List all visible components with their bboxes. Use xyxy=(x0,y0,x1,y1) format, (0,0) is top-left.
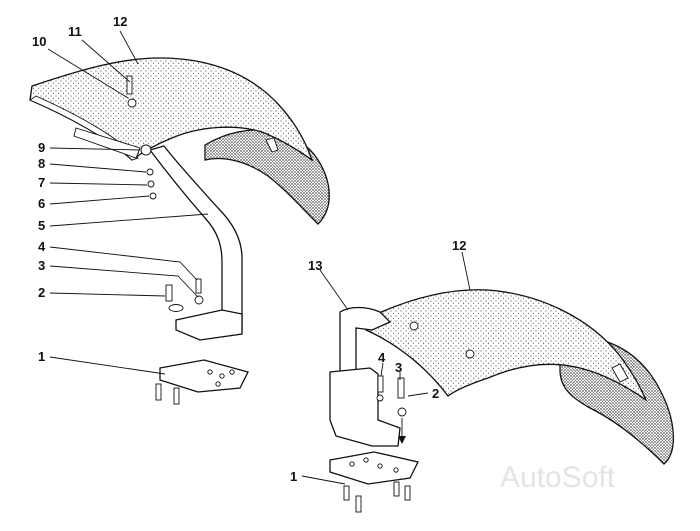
left-fender-underbracket xyxy=(73,127,141,159)
right-fender-top-shell xyxy=(365,289,648,402)
leader-11 xyxy=(81,39,131,83)
leader-3-left xyxy=(49,265,199,298)
left-lower-bracket xyxy=(159,359,249,393)
washer-7 xyxy=(147,180,155,188)
callout-1-right: 1 xyxy=(290,469,297,484)
leader-4-left xyxy=(49,246,198,281)
right-bracket-hole-d xyxy=(393,467,399,473)
leader-6 xyxy=(49,195,150,205)
right-bracket-hole-a xyxy=(349,461,355,467)
bolt-3-right xyxy=(397,377,405,399)
right-fender-clip xyxy=(611,363,629,383)
washer-2-right xyxy=(397,407,407,417)
watermark-text: AutoSoft xyxy=(500,461,616,494)
leader-10 xyxy=(47,48,129,99)
leader-1-right xyxy=(301,475,346,485)
callout-12-left: 12 xyxy=(113,14,127,29)
callout-13: 13 xyxy=(308,258,322,273)
leader-9 xyxy=(49,147,141,151)
leader-4-right xyxy=(380,362,384,377)
bracket-hole-a xyxy=(207,369,213,375)
leader-12-right xyxy=(461,251,471,291)
callout-1-left: 1 xyxy=(38,349,45,364)
callout-12-right: 12 xyxy=(452,238,466,253)
callout-10: 10 xyxy=(32,34,46,49)
leader-8 xyxy=(49,163,147,173)
stud-right-d xyxy=(404,485,411,501)
stud-left-a xyxy=(155,383,162,401)
left-fender-clip xyxy=(265,137,279,153)
bracket-hole-d xyxy=(215,381,221,387)
left-tube-base-plate xyxy=(175,309,243,341)
right-fender-bolt-a xyxy=(409,321,419,331)
stud-left-b xyxy=(173,387,180,405)
left-fender-side-panel xyxy=(204,129,330,225)
bolt-11 xyxy=(126,75,133,95)
callout-4-left: 4 xyxy=(38,239,46,254)
callout-2-left: 2 xyxy=(38,285,45,300)
callout-7: 7 xyxy=(38,175,45,190)
washer-2-left xyxy=(168,304,184,312)
leader-1-left xyxy=(49,356,166,375)
stud-right-b xyxy=(355,495,362,513)
leader-7 xyxy=(49,182,148,186)
right-lower-bracket xyxy=(329,451,419,485)
right-fender-assembly: 12 13 4 3 2 1 xyxy=(290,238,674,513)
callout-9: 9 xyxy=(38,140,45,155)
callout-3-left: 3 xyxy=(38,258,45,273)
left-fender-lip xyxy=(29,95,139,161)
right-bracket-hole-b xyxy=(363,457,369,463)
callout-8: 8 xyxy=(38,156,45,171)
stud-right-c xyxy=(393,481,400,497)
washer-8 xyxy=(146,168,154,176)
washer-top-mount xyxy=(140,144,152,156)
nut-6 xyxy=(149,192,157,200)
leader-5 xyxy=(49,213,209,227)
washer-3-left xyxy=(194,295,204,305)
top-mount-bolt xyxy=(127,98,137,108)
leader-12-left xyxy=(119,30,139,65)
bracket-hole-c xyxy=(229,369,235,375)
right-tube-base-casting xyxy=(329,367,401,447)
leader-2-right xyxy=(407,392,429,397)
bolt-4-left xyxy=(195,278,202,294)
washer-4-right xyxy=(376,394,384,402)
callout-5: 5 xyxy=(38,218,45,233)
callout-6: 6 xyxy=(38,196,45,211)
bolt-2-left xyxy=(165,284,173,302)
bracket-hole-b xyxy=(219,373,225,379)
callout-3-right: 3 xyxy=(395,360,402,375)
callout-4-right: 4 xyxy=(378,350,386,365)
left-fender-assembly: 12 11 10 9 8 7 6 5 4 3 2 1 xyxy=(29,14,330,405)
assembly-arrow-head xyxy=(398,436,406,444)
right-fender-bolt-b xyxy=(465,349,475,359)
callout-2-right: 2 xyxy=(432,386,439,401)
callout-11: 11 xyxy=(68,24,82,39)
stud-right-a xyxy=(343,485,350,501)
right-bracket-hole-c xyxy=(377,463,383,469)
bolt-4-right xyxy=(377,375,384,393)
leader-13 xyxy=(319,269,349,311)
leader-2-left xyxy=(49,292,166,297)
